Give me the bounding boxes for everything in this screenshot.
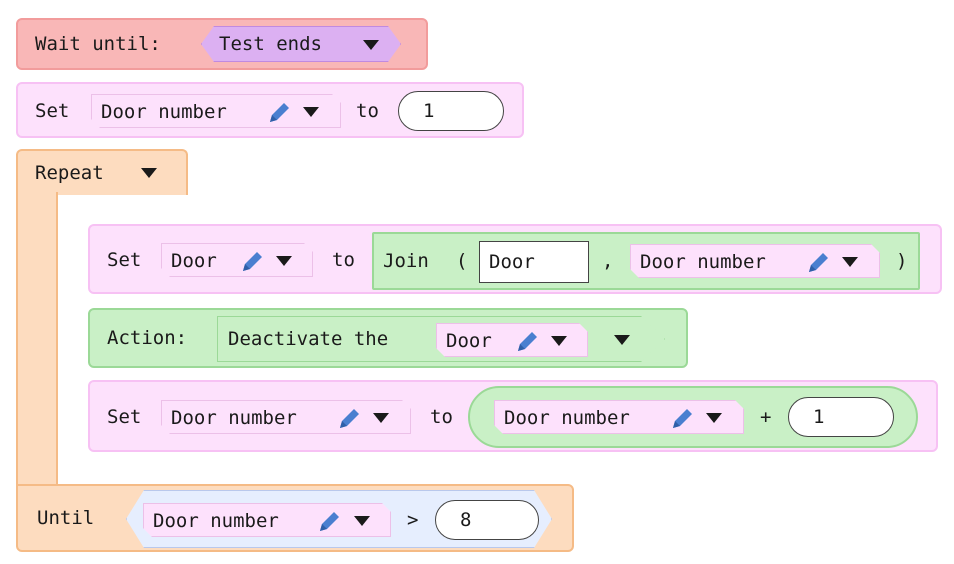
pencil-icon[interactable] xyxy=(670,405,696,431)
comma-separator: , xyxy=(602,250,614,272)
close-paren: ) xyxy=(896,250,908,272)
number-value: 1 xyxy=(813,406,825,428)
set-label: Set xyxy=(107,406,142,428)
repeat-header[interactable]: Repeat xyxy=(16,149,188,195)
to-label: to xyxy=(356,100,379,122)
action-block[interactable]: Action: Deactivate the Door xyxy=(88,308,688,368)
set-door-block[interactable]: Set Door to Join ( Door , Door number ) xyxy=(88,224,942,294)
variable-name: Door number xyxy=(101,101,227,123)
open-paren: ( xyxy=(456,250,468,272)
plus-operator: + xyxy=(760,406,772,428)
pencil-icon[interactable] xyxy=(337,405,363,431)
variable-chip[interactable]: Door number xyxy=(143,503,391,537)
text-input[interactable]: Door xyxy=(479,241,589,283)
number-value: 1 xyxy=(423,100,435,122)
to-label: to xyxy=(332,249,355,271)
number-value: 8 xyxy=(460,509,472,531)
until-label: Until xyxy=(37,507,95,529)
action-verb: Deactivate the xyxy=(228,328,389,350)
wait-until-label: Wait until: xyxy=(35,33,161,55)
to-label: to xyxy=(430,406,453,428)
pencil-icon[interactable] xyxy=(317,508,343,534)
pencil-icon[interactable] xyxy=(267,99,293,125)
variable-name: Door number xyxy=(171,407,297,429)
addition-block[interactable]: Door number + 1 xyxy=(468,386,918,448)
repeat-spine xyxy=(16,192,58,492)
chevron-down-icon[interactable] xyxy=(706,413,722,423)
join-label: Join xyxy=(383,250,429,272)
action-label: Action: xyxy=(107,327,188,349)
chevron-down-icon[interactable] xyxy=(363,40,379,50)
number-input[interactable]: 1 xyxy=(788,397,894,437)
variable-chip[interactable]: Door number xyxy=(161,400,411,434)
variable-name: Door xyxy=(446,330,492,352)
variable-name: Door xyxy=(171,250,217,272)
set-label: Set xyxy=(107,249,142,271)
chevron-down-icon[interactable] xyxy=(303,107,319,117)
condition-hex[interactable]: Door number > 8 xyxy=(126,490,552,548)
variable-chip[interactable]: Door xyxy=(161,243,313,277)
variable-chip[interactable]: Door xyxy=(436,323,588,357)
variable-name: Door number xyxy=(640,251,766,273)
set-label: Set xyxy=(35,100,70,122)
text-value: Door xyxy=(489,251,535,273)
wait-until-block[interactable]: Wait until: Test ends xyxy=(16,18,428,70)
repeat-label: Repeat xyxy=(35,162,104,184)
variable-name: Door number xyxy=(504,407,630,429)
comparison-operator: > xyxy=(407,509,419,531)
variable-chip[interactable]: Door number xyxy=(91,94,341,128)
join-block[interactable]: Join ( Door , Door number ) xyxy=(372,232,920,290)
number-input[interactable]: 1 xyxy=(398,91,504,131)
variable-chip[interactable]: Door number xyxy=(630,244,880,278)
event-value: Test ends xyxy=(219,33,322,55)
chevron-down-icon[interactable] xyxy=(354,516,370,526)
chevron-down-icon[interactable] xyxy=(373,413,389,423)
pencil-icon[interactable] xyxy=(515,328,541,354)
until-footer[interactable]: Until Door number > 8 xyxy=(16,484,574,552)
variable-name: Door number xyxy=(153,510,279,532)
action-dropdown[interactable]: Deactivate the Door xyxy=(217,316,665,362)
chevron-down-icon[interactable] xyxy=(842,257,858,267)
pencil-icon[interactable] xyxy=(806,249,832,275)
set-door-number-block[interactable]: Set Door number to 1 xyxy=(16,82,524,138)
chevron-down-icon[interactable] xyxy=(614,335,630,345)
variable-chip[interactable]: Door number xyxy=(494,400,744,434)
event-dropdown[interactable]: Test ends xyxy=(201,26,401,62)
pencil-icon[interactable] xyxy=(240,248,266,274)
chevron-down-icon[interactable] xyxy=(551,336,567,346)
number-input[interactable]: 8 xyxy=(435,500,539,540)
chevron-down-icon[interactable] xyxy=(276,256,292,266)
chevron-down-icon[interactable] xyxy=(141,168,157,178)
increment-block[interactable]: Set Door number to Door number + 1 xyxy=(88,380,938,452)
